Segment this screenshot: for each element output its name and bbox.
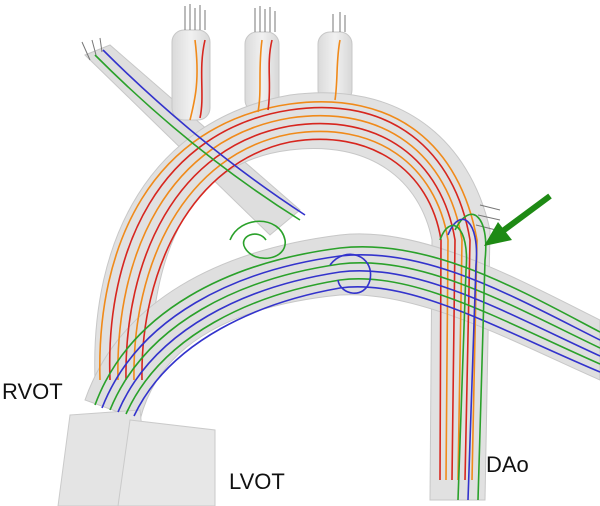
- label-rvot: RVOT: [2, 379, 63, 404]
- pulmonary-streamlines: [94, 49, 600, 501]
- green-arrow-icon: [484, 193, 552, 246]
- velocity-vectors: [81, 4, 501, 231]
- vessel-head-1: [171, 29, 211, 121]
- label-lvot: LVOT: [229, 469, 285, 494]
- label-dao: DAo: [486, 452, 529, 477]
- vessel-surfaces: [57, 29, 600, 506]
- vessel-lvot: [117, 419, 216, 506]
- vessel-head-3: [317, 31, 353, 103]
- arch-streamlines: [99, 39, 478, 481]
